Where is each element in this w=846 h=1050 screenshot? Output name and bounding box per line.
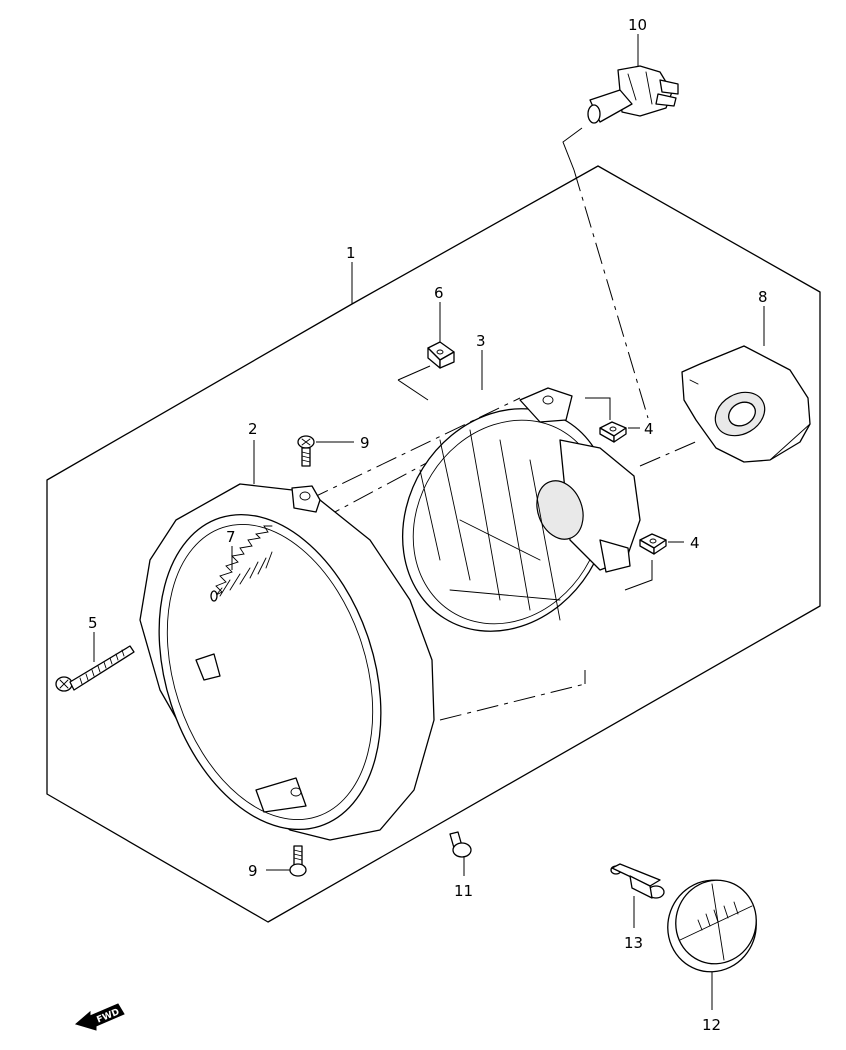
- square-nut-part-6[interactable]: [427, 341, 455, 369]
- callout-leaders: [93, 34, 765, 1010]
- callout-5: 5: [88, 614, 98, 632]
- nut-part-4-lower[interactable]: [639, 533, 667, 555]
- callout-9-upper: 9: [360, 434, 370, 452]
- rubber-cover-part-8[interactable]: [681, 345, 811, 463]
- forward-arrow-icon: FWD: [74, 1003, 125, 1031]
- callout-9-lower: 9: [248, 862, 258, 880]
- long-screw-part-5[interactable]: [55, 645, 135, 692]
- fwd-label: FWD: [95, 1007, 121, 1025]
- housing-rim-part-2[interactable]: [121, 483, 435, 858]
- callout-8: 8: [758, 288, 768, 306]
- lens-part-12[interactable]: [655, 868, 769, 985]
- callout-2: 2: [248, 420, 258, 438]
- callout-4-lower: 4: [690, 534, 700, 552]
- callout-13: 13: [624, 934, 643, 952]
- callout-11: 11: [454, 882, 473, 900]
- nut-part-4-upper[interactable]: [599, 421, 627, 443]
- callout-10: 10: [628, 16, 647, 34]
- bulb-part-10[interactable]: [587, 65, 679, 124]
- spring-part-7[interactable]: [210, 525, 273, 602]
- spacer-part-13[interactable]: [610, 863, 665, 899]
- lens-unit-part-3[interactable]: [361, 370, 650, 671]
- callout-6: 6: [434, 284, 444, 302]
- callout-7: 7: [226, 528, 236, 546]
- adjust-screw-part-11[interactable]: [449, 831, 472, 858]
- callout-labels: 1 2 3 4 4 5 6 7 8 9 9 10 11 12 13: [88, 16, 768, 1034]
- callout-4-upper: 4: [644, 420, 654, 438]
- assembly-boundary: [46, 165, 821, 923]
- callout-3: 3: [476, 332, 486, 350]
- screw-part-9-lower[interactable]: [289, 845, 307, 877]
- callout-12: 12: [702, 1016, 721, 1034]
- callout-1: 1: [346, 244, 356, 262]
- screw-part-9-upper[interactable]: [297, 435, 315, 467]
